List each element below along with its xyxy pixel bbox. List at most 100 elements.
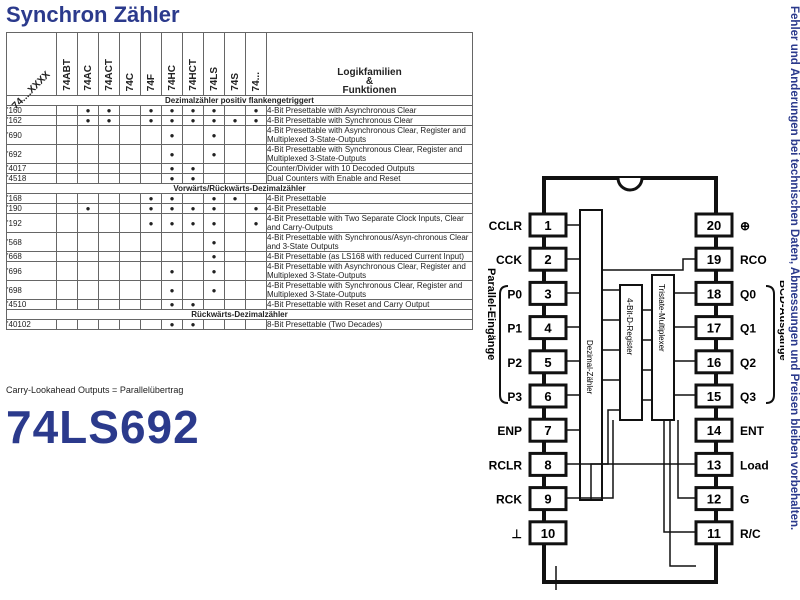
pin-box: [528, 280, 568, 306]
empty-cell: [119, 280, 141, 300]
available-dot: ●: [140, 213, 162, 233]
table-row: '568●4-Bit Presettable with Synchronous/…: [6, 232, 473, 252]
available-dot: ●: [182, 173, 204, 184]
pin-box: [528, 315, 568, 341]
empty-cell: [245, 193, 267, 204]
pin-number: 4: [544, 321, 552, 336]
pin-label: R/C: [740, 527, 761, 541]
table-row: '698●●4-Bit Presettable with Synchronous…: [6, 280, 473, 300]
available-dot: ●: [161, 319, 183, 330]
pin-label: P2: [507, 356, 522, 370]
available-dot: ●: [98, 115, 120, 126]
available-dot: ●: [140, 203, 162, 214]
pin-box: [694, 246, 734, 272]
pin-label: RCLR: [489, 458, 523, 472]
empty-cell: [224, 105, 246, 116]
available-dot: ●: [203, 125, 225, 145]
empty-cell: [56, 251, 78, 262]
pin-label: Q1: [740, 322, 756, 336]
empty-cell: [98, 261, 120, 281]
available-dot: ●: [140, 193, 162, 204]
empty-cell: [56, 144, 78, 164]
pin-label: P3: [507, 390, 522, 404]
pin-label: Q3: [740, 390, 756, 404]
empty-cell: [98, 251, 120, 262]
available-dot: ●: [245, 213, 267, 233]
available-dot: ●: [182, 105, 204, 116]
pin-number: 14: [707, 423, 722, 438]
pin-box: [694, 486, 734, 512]
available-dot: ●: [203, 105, 225, 116]
available-dot: ●: [245, 105, 267, 116]
available-dot: ●: [161, 203, 183, 214]
register-label: 4-Bit-D-Register: [625, 298, 634, 356]
empty-cell: [224, 299, 246, 310]
pin-number: 6: [544, 389, 551, 404]
part-suffix: '696: [6, 261, 57, 281]
available-dot: ●: [140, 105, 162, 116]
available-dot: ●: [161, 261, 183, 281]
table-row: '168●●●●4-Bit Presettable: [6, 193, 473, 204]
empty-cell: [77, 213, 99, 233]
available-dot: ●: [77, 203, 99, 214]
available-dot: ●: [182, 213, 204, 233]
empty-cell: [119, 251, 141, 262]
table-row: '192●●●●●4-Bit Presettable with Two Sepa…: [6, 213, 473, 233]
signal-line: [566, 420, 614, 499]
available-dot: ●: [161, 115, 183, 126]
available-dot: ●: [161, 280, 183, 300]
part-suffix: '192: [6, 213, 57, 233]
part-suffix: '692: [6, 144, 57, 164]
table-row: '162●●●●●●●●4-Bit Presettable with Synch…: [6, 115, 473, 126]
table-row: '690●●4-Bit Presettable with Asynchronou…: [6, 125, 473, 145]
col-label: 74ACT: [103, 59, 115, 91]
empty-cell: [98, 203, 120, 214]
empty-cell: [182, 193, 204, 204]
empty-cell: [140, 261, 162, 281]
available-dot: ●: [224, 193, 246, 204]
col-label: 74ABT: [61, 59, 73, 91]
pin-label: ⊥: [512, 527, 522, 541]
footnote: Carry-Lookahead Outputs = Parallelübertr…: [6, 385, 184, 395]
empty-cell: [119, 203, 141, 214]
empty-cell: [77, 251, 99, 262]
available-dot: ●: [77, 105, 99, 116]
col-label: 74C: [124, 72, 136, 91]
empty-cell: [98, 213, 120, 233]
empty-cell: [119, 213, 141, 233]
available-dot: ●: [161, 125, 183, 145]
available-dot: ●: [203, 213, 225, 233]
pin-box: [528, 246, 568, 272]
pin-number: 13: [707, 457, 721, 472]
empty-cell: [56, 213, 78, 233]
empty-cell: [119, 319, 141, 330]
empty-cell: [119, 299, 141, 310]
empty-cell: [245, 144, 267, 164]
function-header: Logikfamilien & Funktionen: [266, 32, 473, 96]
pin-label: P0: [507, 287, 522, 301]
empty-cell: [245, 163, 267, 174]
right-group-bracket: [765, 285, 775, 404]
function-description: 4-Bit Presettable with Synchronous Clear: [266, 115, 473, 126]
part-suffix: '4017: [6, 163, 57, 174]
table-row: '40102●●8-Bit Presettable (Two Decades): [6, 319, 473, 330]
function-description: 4-Bit Presettable with Asynchronous Clea…: [266, 105, 473, 116]
function-description: 4-Bit Presettable with Reset and Carry O…: [266, 299, 473, 310]
signal-line: [566, 409, 620, 465]
empty-cell: [77, 173, 99, 184]
function-description: 8-Bit Presettable (Two Decades): [266, 319, 473, 330]
empty-cell: [56, 203, 78, 214]
col-header: 74...: [245, 32, 267, 96]
pin-box: [528, 383, 568, 409]
empty-cell: [140, 299, 162, 310]
mux-label: Tristate-Multiplexer: [657, 284, 666, 352]
function-description: 4-Bit Presettable with Synchronous Clear…: [266, 280, 473, 300]
pin-number: 5: [544, 355, 551, 370]
available-dot: ●: [161, 173, 183, 184]
empty-cell: [161, 232, 183, 252]
available-dot: ●: [161, 193, 183, 204]
col-header: 74HC: [161, 32, 183, 96]
available-dot: ●: [203, 232, 225, 252]
table-body: Dezimalzähler positiv flankengetriggert'…: [6, 95, 473, 330]
